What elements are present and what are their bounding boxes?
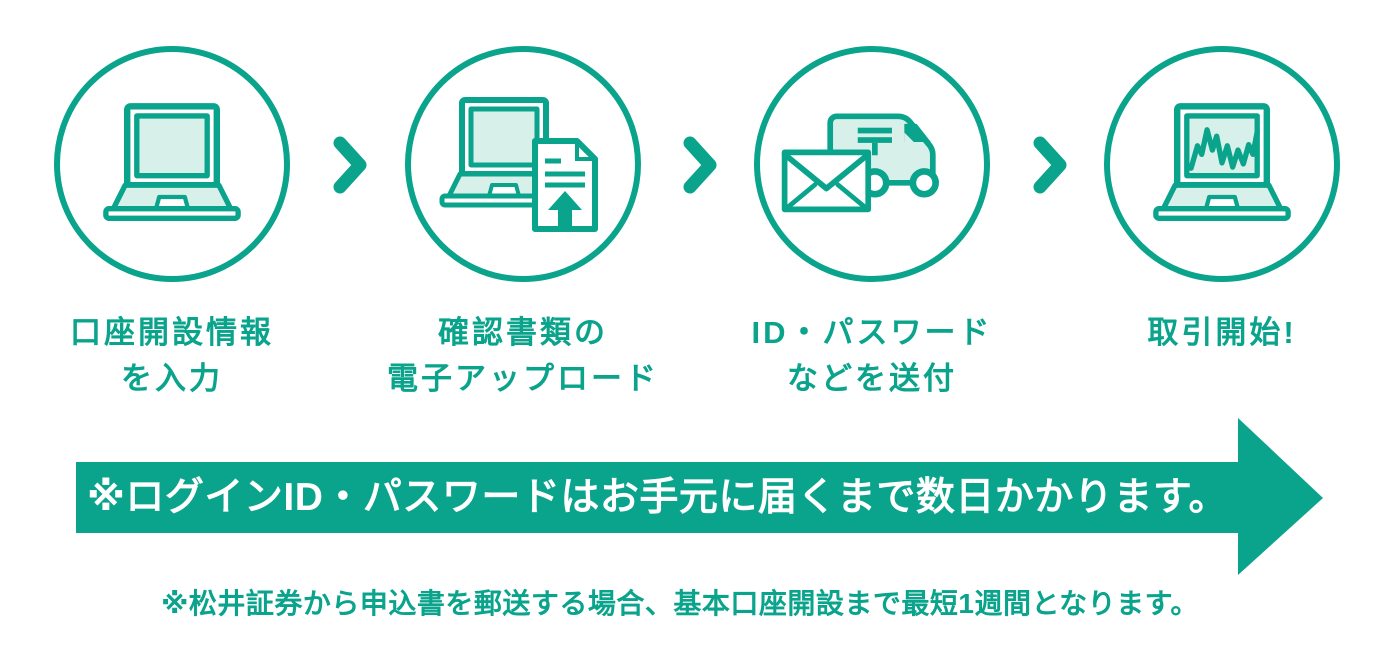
mail-delivery-truck-icon — [781, 113, 939, 213]
step-4-circle — [1104, 46, 1340, 282]
step-2-label: 確認書類の 電子アップロード — [363, 310, 683, 402]
step-2-upload-documents: 確認書類の 電子アップロード — [363, 46, 683, 402]
laptop-icon — [103, 103, 241, 222]
step-1-label: 口座開設情報 を入力 — [12, 310, 332, 402]
step-3-label-line-2: などを送付 — [787, 361, 957, 396]
document-upload-icon — [439, 97, 598, 232]
step-3-circle — [754, 46, 990, 282]
step-4-start-trading: 取引開始! — [1062, 46, 1382, 356]
stock-line — [1188, 127, 1260, 171]
chevron-right-icon — [1033, 136, 1067, 194]
step-1-label-line-2: を入力 — [121, 361, 223, 396]
trading-chart-icon — [1153, 103, 1291, 222]
step-1-circle — [54, 46, 290, 282]
mail-application-footnote: ※松井証券から申込書を郵送する場合、基本口座開設まで最短1週間となります。 — [161, 588, 1199, 619]
step-1-label-line-1: 口座開設情報 — [70, 315, 274, 350]
arrow-head-icon — [1238, 418, 1323, 575]
banner-text: ※ログインID・パスワードはお手元に届くまで数日かかります。 — [86, 476, 1228, 519]
step-1-enter-account-info: 口座開設情報 を入力 — [12, 46, 332, 402]
step-2-circle — [405, 46, 641, 282]
step-2-label-line-1: 確認書類の — [438, 315, 608, 350]
step-2-label-line-2: 電子アップロード — [387, 361, 659, 396]
chevron-right-icon — [333, 136, 367, 194]
step-3-send-id-password: ID・パスワード などを送付 — [712, 46, 1032, 402]
postal-mark-icon — [857, 127, 892, 156]
chevron-right-icon — [683, 136, 717, 194]
step-3-label-line-1: ID・パスワード — [751, 315, 993, 350]
arrow-bar — [76, 462, 1239, 533]
step-4-label: 取引開始! — [1062, 310, 1382, 356]
login-id-notice-arrow: ※ログインID・パスワードはお手元に届くまで数日かかります。 — [76, 418, 1323, 575]
step-3-label: ID・パスワード などを送付 — [712, 310, 1032, 402]
step-4-label-line-1: 取引開始! — [1147, 315, 1297, 350]
truck-window — [904, 124, 931, 143]
